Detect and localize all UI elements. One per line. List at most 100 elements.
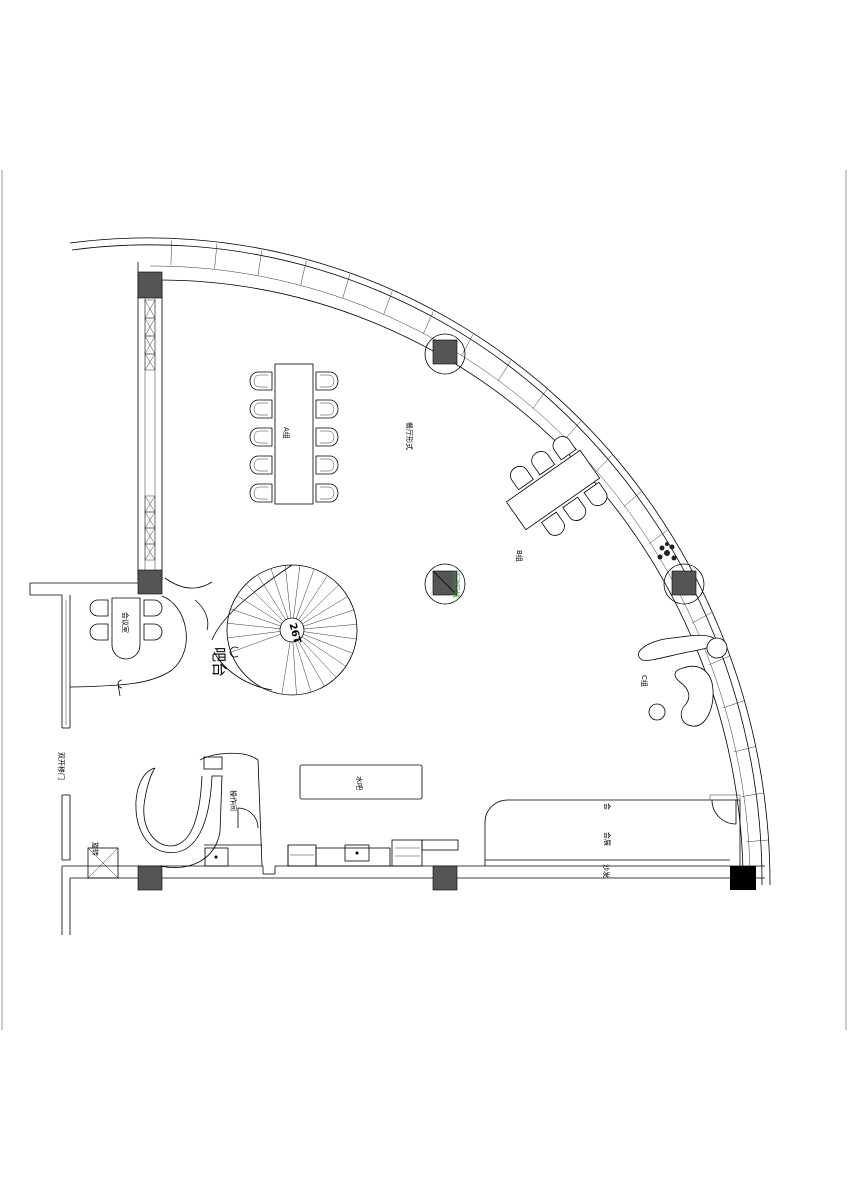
mullion: [565, 420, 581, 440]
right-room: [484, 794, 741, 866]
mullion: [170, 240, 172, 266]
table-a-top: [274, 363, 314, 505]
left-entrance-wall: [29, 582, 138, 935]
label-restaurant-form: 餐厅形式: [405, 422, 414, 450]
stair-tread: [293, 565, 301, 619]
stair-tread: [301, 636, 347, 667]
stair-tread: [302, 596, 348, 625]
chair: [552, 436, 577, 461]
chair-back: [320, 458, 335, 472]
sofa: [638, 634, 717, 661]
window-pane: [144, 543, 156, 561]
stair-tread: [297, 640, 325, 687]
label-a-group: A组: [282, 427, 291, 439]
chair-back: [320, 430, 335, 444]
revolving-door-box: [87, 847, 119, 879]
column: [432, 339, 458, 365]
column: [137, 569, 163, 595]
chair: [249, 427, 273, 447]
sofa: [674, 665, 714, 727]
stair-tread: [295, 641, 312, 693]
round-column-casing: [663, 563, 705, 605]
chair-back: [253, 458, 268, 472]
stair-tread: [303, 634, 353, 654]
stair-tread: [281, 641, 291, 695]
stair-tread: [270, 568, 289, 619]
chair: [89, 623, 109, 641]
dining-table-a: [249, 363, 339, 505]
column: [137, 271, 163, 299]
window-pane-mark: [144, 511, 156, 529]
window-pane-mark: [144, 353, 156, 371]
column: [671, 570, 697, 596]
stair-tread: [298, 575, 328, 621]
stair-tread: [230, 608, 281, 627]
chair: [583, 481, 608, 506]
mullion: [746, 839, 769, 843]
stair-tread: [300, 638, 337, 678]
sink: [344, 844, 370, 862]
chair: [315, 483, 339, 503]
chair-back: [253, 430, 268, 444]
chair: [249, 399, 273, 419]
label-right-room-bottom: 沙发: [602, 864, 611, 878]
stair-tread: [292, 641, 297, 695]
stair-tread: [284, 565, 291, 619]
chair: [89, 599, 109, 617]
mullion: [300, 260, 307, 286]
round-column-casing: [424, 563, 466, 605]
water-bar-counter: [299, 764, 423, 800]
mullion: [257, 250, 263, 276]
label-revolving: 旋转: [91, 842, 100, 856]
window-pane-mark: [144, 299, 156, 319]
door-swing-icon: [117, 679, 123, 697]
label-water-bar: 水吧: [355, 776, 364, 790]
chair-back: [320, 402, 335, 416]
chair: [531, 451, 556, 476]
column: [432, 865, 458, 891]
mullion: [722, 700, 745, 709]
label-b-group: B组: [515, 550, 524, 562]
corner-column: [730, 866, 756, 890]
operation-room: [135, 752, 459, 868]
sheet-border: [1, 170, 847, 1030]
chair-back: [320, 486, 335, 500]
chair: [510, 466, 534, 491]
columns: [137, 271, 756, 891]
label-activity-area: 活动区域: [452, 570, 461, 598]
chair: [249, 371, 273, 391]
window-pane-mark: [144, 543, 156, 561]
window-pane-mark: [144, 335, 156, 355]
chair: [249, 455, 273, 475]
window-pane-mark: [144, 495, 156, 513]
mullion: [708, 655, 730, 666]
mullion: [497, 360, 512, 382]
chair: [315, 399, 339, 419]
round-column-casing: [424, 333, 466, 375]
label-meeting-room: 会议室: [121, 612, 130, 633]
meeting-table: [111, 597, 141, 660]
chair-back: [253, 486, 268, 500]
spiral-stair: [164, 564, 358, 696]
stair-tread: [227, 622, 281, 629]
sink: [204, 847, 229, 867]
chair: [143, 623, 163, 641]
label-stair-count: 26T: [286, 622, 302, 645]
mullion: [595, 454, 613, 472]
dining-table-b: [505, 436, 608, 536]
mullion: [423, 311, 434, 334]
window-pane: [144, 353, 156, 371]
mullion: [741, 792, 764, 797]
chair-back: [253, 374, 268, 388]
side-table: [706, 637, 728, 659]
chair: [143, 599, 163, 617]
mullion: [461, 334, 474, 356]
chair: [562, 496, 587, 521]
mullion: [691, 612, 713, 624]
stair-tread: [227, 631, 281, 639]
label-operation-room: 操作间: [229, 790, 238, 811]
label-double-sliding-door: 双开移门: [57, 752, 66, 780]
chair-back: [253, 402, 268, 416]
bottom-wall: [62, 865, 765, 879]
chair: [315, 371, 339, 391]
